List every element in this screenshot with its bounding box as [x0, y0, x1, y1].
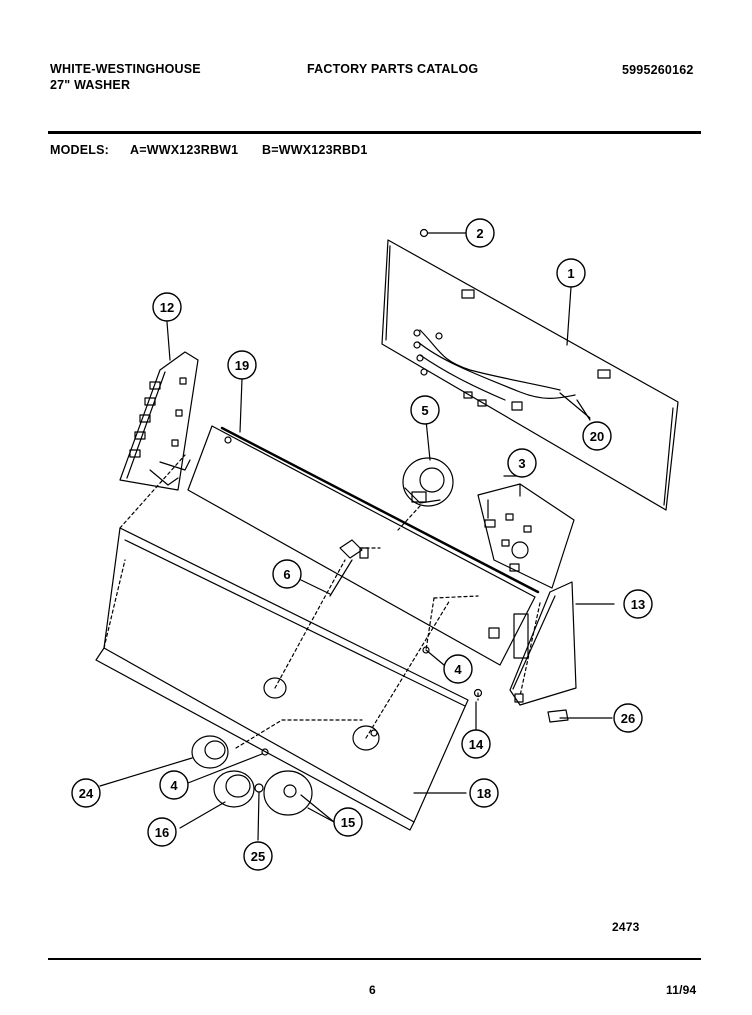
figure-number: 2473: [612, 920, 640, 934]
callout-15: [333, 807, 363, 837]
catalog-number: 5995260162: [622, 63, 694, 77]
footer-rule: [48, 958, 701, 960]
catalog-title: FACTORY PARTS CATALOG: [307, 62, 479, 76]
left-bracket-part: [119, 351, 199, 491]
model-b: B=WWX123RBD1: [262, 143, 368, 157]
product-title: 27" WASHER: [50, 78, 131, 92]
knob-shaft-part: [329, 539, 369, 597]
assembly-lines: [103, 454, 541, 749]
callout-label: 3: [518, 456, 525, 471]
brand-title: WHITE-WESTINGHOUSE: [50, 62, 201, 76]
callout-label: 26: [621, 711, 635, 726]
callouts: [71, 218, 653, 871]
callout-5: [410, 395, 440, 425]
callout-label: 15: [341, 815, 355, 830]
callout-label: 4: [454, 662, 462, 677]
callout-label: 4: [170, 778, 178, 793]
callout-1: [556, 258, 586, 288]
callout-label: 19: [235, 358, 249, 373]
footer-date: 11/94: [666, 983, 697, 997]
pressure-switch-part: [402, 457, 454, 507]
callout-19: [227, 350, 257, 380]
callout-20: [582, 421, 612, 451]
callout-3: [507, 448, 537, 478]
console-panel-part: [95, 527, 469, 831]
callout-4a: [443, 654, 473, 684]
callout-label: 18: [477, 786, 491, 801]
screw-part: [419, 228, 429, 238]
callout-label: 20: [590, 429, 604, 444]
models-label: MODELS:: [50, 143, 110, 157]
end-cap-part: [509, 581, 577, 706]
control-panel-part: [187, 425, 540, 666]
callout-18: [469, 778, 499, 808]
callout-26: [613, 703, 643, 733]
page-number: 6: [369, 983, 376, 997]
callout-label: 2: [476, 226, 483, 241]
callout-label: 5: [421, 403, 428, 418]
callout-4b: [159, 770, 189, 800]
spring-part-lower: [261, 748, 269, 756]
callout-label: 12: [160, 300, 174, 315]
callout-labels: 2 1 20 3 5 6 12 19 13 4 14 26 18 15 25 1…: [79, 226, 645, 864]
callout-label: 6: [283, 567, 290, 582]
callout-label: 25: [251, 849, 265, 864]
header-rule: [48, 131, 701, 134]
callout-label: 16: [155, 825, 169, 840]
rear-panel-part: [381, 239, 679, 511]
timer-part: [477, 483, 575, 589]
knob-16-part: [213, 770, 255, 808]
knob-15-part: [263, 770, 313, 816]
callout-label: 1: [567, 266, 574, 281]
model-a: A=WWX123RBW1: [130, 143, 239, 157]
callout-2: [465, 218, 495, 248]
callout-16: [147, 817, 177, 847]
callout-label: 24: [79, 786, 94, 801]
callout-label: 14: [469, 737, 484, 752]
callout-6: [272, 559, 302, 589]
leader-lines: [99, 232, 615, 841]
callout-12: [152, 292, 182, 322]
clip-part: [547, 709, 569, 723]
callout-25: [243, 841, 273, 871]
callout-label: 13: [631, 597, 645, 612]
callout-13: [623, 589, 653, 619]
callout-24: [71, 778, 101, 808]
callout-14: [461, 729, 491, 759]
washer-part: [254, 783, 264, 793]
knob-24-part: [191, 735, 229, 769]
